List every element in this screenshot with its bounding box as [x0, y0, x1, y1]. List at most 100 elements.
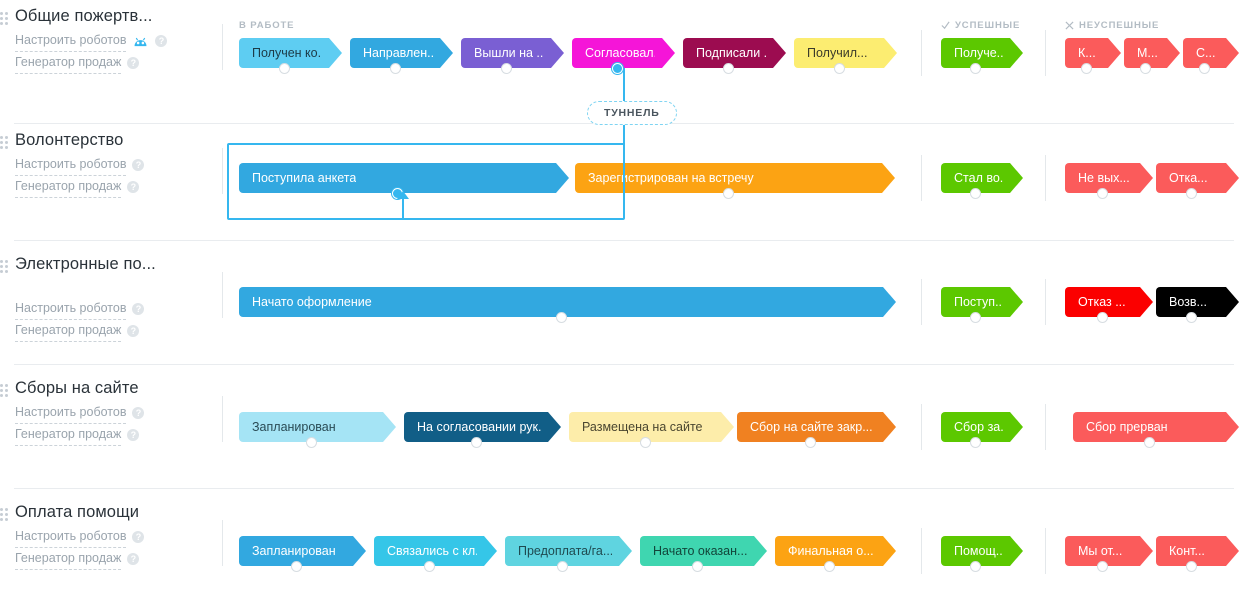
fail-chip[interactable]: К...: [1065, 38, 1121, 68]
stage-anchor-dot[interactable]: [833, 63, 845, 74]
help-icon[interactable]: ?: [127, 181, 140, 193]
stage-anchor-dot[interactable]: [1081, 63, 1092, 74]
help-icon[interactable]: ?: [155, 35, 168, 47]
stage-anchor-dot[interactable]: [1185, 312, 1197, 323]
pipeline-title[interactable]: Волонтерство: [15, 131, 124, 149]
fail-chip[interactable]: С...: [1183, 38, 1239, 68]
drag-handle-icon[interactable]: [0, 136, 8, 149]
configure-robots-link[interactable]: Настроить роботов?: [15, 526, 216, 548]
help-icon[interactable]: ?: [132, 407, 145, 419]
stage-chip[interactable]: Зарегистрирован на встречу: [575, 163, 895, 193]
success-chip[interactable]: Помощ...: [941, 536, 1023, 566]
stage-chip[interactable]: Финальная о...: [775, 536, 896, 566]
stage-chip[interactable]: Запланирован: [239, 536, 366, 566]
success-chip[interactable]: Сбор за...: [941, 412, 1023, 442]
stage-anchor-dot[interactable]: [970, 561, 981, 572]
tunnel-badge[interactable]: ТУННЕЛЬ: [587, 101, 677, 125]
configure-robots-link[interactable]: Настроить роботов?: [15, 30, 216, 52]
sales-generator-link[interactable]: Генератор продаж?: [15, 424, 216, 446]
stage-chip[interactable]: Вышли на ...: [461, 38, 564, 68]
stage-chip[interactable]: Связались с кл...: [374, 536, 497, 566]
stage-anchor-dot[interactable]: [1097, 561, 1108, 572]
fail-chip[interactable]: Не вых...: [1065, 163, 1153, 193]
drag-handle-icon[interactable]: [0, 508, 8, 521]
sales-generator-link[interactable]: Генератор продаж?: [15, 52, 216, 74]
stage-chip[interactable]: Начато оформление: [239, 287, 896, 317]
stage-chip[interactable]: Направлен...: [350, 38, 453, 68]
configure-robots-link[interactable]: Настроить роботов?: [15, 298, 216, 320]
stage-anchor-dot[interactable]: [278, 63, 290, 74]
stage-anchor-dot[interactable]: [290, 561, 302, 572]
stage-anchor-dot[interactable]: [555, 312, 567, 323]
stage-label: Запланирован: [252, 420, 336, 434]
stage-chip[interactable]: Сбор на сайте закр...: [737, 412, 896, 442]
help-icon[interactable]: ?: [132, 159, 145, 171]
configure-robots-label: Настроить роботов: [15, 154, 127, 176]
drag-handle-icon[interactable]: [0, 384, 8, 397]
drag-handle-icon[interactable]: [0, 260, 8, 273]
help-icon[interactable]: ?: [132, 531, 145, 543]
stage-chip[interactable]: Согласовал...: [572, 38, 675, 68]
pipeline-title[interactable]: Общие пожертв...: [15, 7, 153, 25]
stage-anchor-dot[interactable]: [470, 437, 482, 448]
stage-chip[interactable]: Получен ко...: [239, 38, 342, 68]
stage-chip[interactable]: Начато оказан...: [640, 536, 767, 566]
pipeline-title[interactable]: Сборы на сайте: [15, 379, 139, 397]
stage-anchor-dot[interactable]: [500, 63, 512, 74]
stage-chip[interactable]: Запланирован: [239, 412, 396, 442]
sales-generator-link[interactable]: Генератор продаж?: [15, 176, 216, 198]
stage-anchor-dot[interactable]: [1185, 561, 1197, 572]
stage-anchor-dot[interactable]: [691, 561, 703, 572]
fail-chip[interactable]: М...: [1124, 38, 1180, 68]
stage-anchor-dot[interactable]: [1140, 63, 1151, 74]
help-icon[interactable]: ?: [127, 429, 140, 441]
stage-anchor-dot[interactable]: [1144, 437, 1155, 448]
drag-handle-icon[interactable]: [0, 12, 8, 25]
sales-generator-link[interactable]: Генератор продаж?: [15, 548, 216, 570]
stage-anchor-dot[interactable]: [389, 63, 401, 74]
help-icon[interactable]: ?: [127, 325, 140, 337]
success-chip[interactable]: Получе...: [941, 38, 1023, 68]
configure-robots-link[interactable]: Настроить роботов?: [15, 154, 216, 176]
help-icon[interactable]: ?: [127, 553, 140, 565]
stage-anchor-dot[interactable]: [1185, 188, 1197, 199]
pipeline-title[interactable]: Оплата помощи: [15, 503, 140, 521]
stage-chip[interactable]: Поступила анкета: [239, 163, 569, 193]
stage-anchor-dot[interactable]: [970, 312, 981, 323]
stage-anchor-dot[interactable]: [823, 561, 835, 572]
stage-chip[interactable]: На согласовании рук...: [404, 412, 561, 442]
sales-generator-link[interactable]: Генератор продаж?: [15, 320, 216, 342]
stage-anchor-dot[interactable]: [970, 188, 981, 199]
stage-chip[interactable]: Предоплата/га...: [505, 536, 632, 566]
fail-chip[interactable]: Возв...: [1156, 287, 1239, 317]
stage-anchor-dot[interactable]: [305, 437, 317, 448]
pipeline-title[interactable]: Электронные по...: [15, 255, 156, 273]
fail-chip[interactable]: Отказ ...: [1065, 287, 1153, 317]
stage-anchor-dot[interactable]: [423, 561, 435, 572]
stage-anchor-dot[interactable]: [722, 63, 734, 74]
fail-chip[interactable]: Мы от...: [1065, 536, 1153, 566]
help-icon[interactable]: ?: [127, 57, 140, 69]
stage-chip[interactable]: Подписали ...: [683, 38, 786, 68]
stage-anchor-dot[interactable]: [556, 561, 568, 572]
stage-anchor-dot[interactable]: [970, 63, 981, 74]
stage-anchor-dot[interactable]: [1097, 188, 1108, 199]
stage-anchor-dot[interactable]: [611, 63, 623, 74]
stage-anchor-dot[interactable]: [970, 437, 981, 448]
stage-anchor-dot[interactable]: [1097, 312, 1108, 323]
stage-anchor-dot[interactable]: [639, 437, 651, 448]
fail-chip[interactable]: Сбор прерван: [1073, 412, 1239, 442]
stage-anchor-dot[interactable]: [723, 188, 734, 199]
fail-chip[interactable]: Конт...: [1156, 536, 1239, 566]
help-icon[interactable]: ?: [132, 303, 145, 315]
stage-anchor-dot[interactable]: [1199, 63, 1210, 74]
success-chip[interactable]: Стал во...: [941, 163, 1023, 193]
stage-chip[interactable]: Получил...: [794, 38, 897, 68]
configure-robots-label: Настроить роботов: [15, 526, 127, 548]
tunnel-label: ТУННЕЛЬ: [604, 107, 660, 119]
fail-chip[interactable]: Отка...: [1156, 163, 1239, 193]
stage-chip[interactable]: Размещена на сайте: [569, 412, 734, 442]
stage-anchor-dot[interactable]: [804, 437, 816, 448]
configure-robots-link[interactable]: Настроить роботов?: [15, 402, 216, 424]
success-chip[interactable]: Поступ...: [941, 287, 1023, 317]
